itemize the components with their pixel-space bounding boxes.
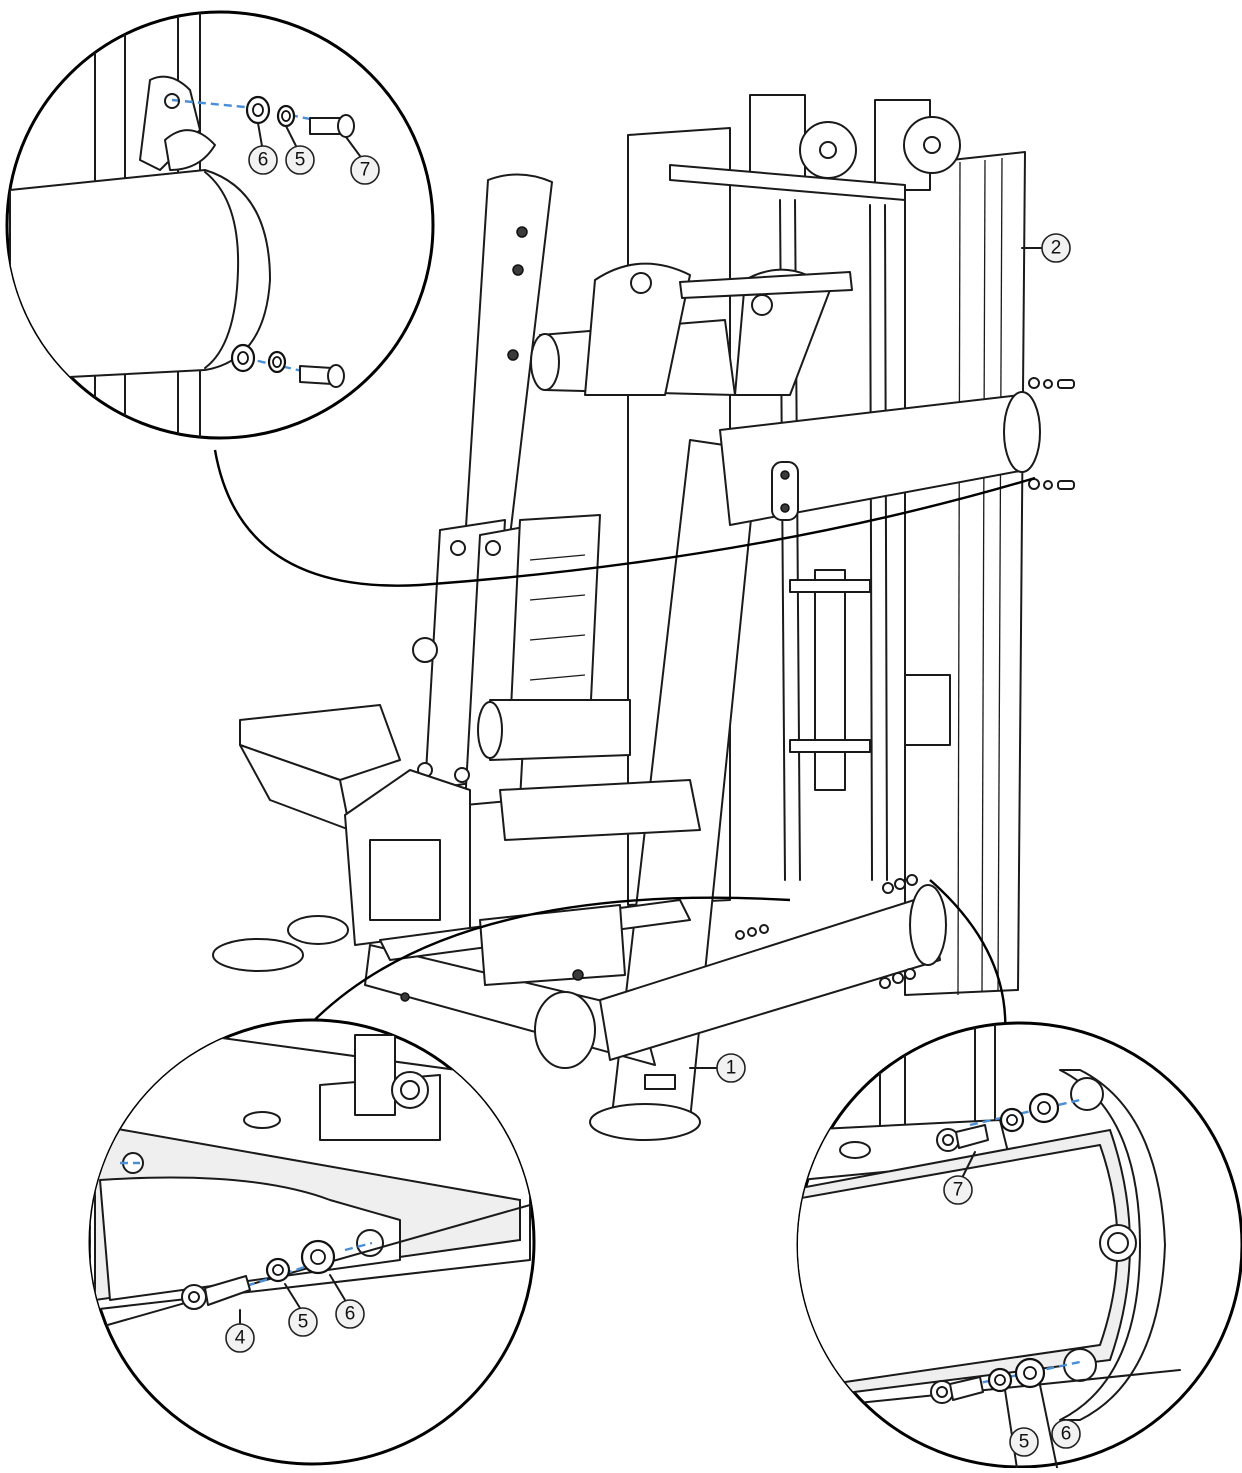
- callout-br-5: 5: [1009, 1427, 1039, 1457]
- washer-icon: [300, 1239, 336, 1275]
- detail-top-left: [5, 10, 435, 440]
- lock-washer-icon: [265, 1257, 291, 1283]
- callout-top-7: 7: [345, 136, 380, 185]
- callout-1-label: 1: [726, 1058, 737, 1079]
- detail-bottom-right: [796, 1021, 1242, 1473]
- bottom-left-detail-leader: [299, 896, 791, 1036]
- svg-text:5: 5: [1019, 1432, 1030, 1453]
- callout-2-label: 2: [1051, 238, 1062, 259]
- callout-br-7: 7: [943, 1175, 973, 1205]
- washer-icon: [230, 95, 271, 373]
- svg-text:6: 6: [345, 1304, 356, 1325]
- base-frame: [364, 874, 947, 1069]
- svg-text:6: 6: [1061, 1424, 1072, 1445]
- top-detail-leader: [213, 449, 1036, 587]
- detail-bottom-left: [88, 1018, 536, 1466]
- callout-top-5: 5: [285, 125, 315, 175]
- callout-bl-5: 5: [288, 1307, 318, 1337]
- callout-top-6: 6: [248, 122, 278, 175]
- top-yoke: [530, 262, 853, 396]
- washer-icon: [1014, 1092, 1060, 1389]
- svg-text:5: 5: [298, 1312, 309, 1333]
- callout-bl-4: 4: [225, 1323, 255, 1353]
- lock-washer-icon: [267, 104, 296, 374]
- svg-text:7: 7: [953, 1180, 964, 1201]
- upper-crossbar: [719, 391, 1041, 526]
- svg-text:4: 4: [235, 1328, 246, 1349]
- svg-text:5: 5: [295, 150, 306, 171]
- upper-right-fasteners: [1028, 377, 1075, 490]
- lock-washer-icon: [987, 1107, 1025, 1393]
- callout-2: 2: [1021, 233, 1071, 263]
- callout-bl-6: 6: [335, 1299, 365, 1329]
- bottom-right-detail-leader: [929, 879, 1007, 1036]
- callout-1: 1: [689, 1053, 746, 1083]
- bolt-icon: [181, 1275, 251, 1310]
- callout-br-6: 6: [1051, 1419, 1081, 1449]
- svg-text:6: 6: [258, 150, 269, 171]
- bolt-icon: [299, 114, 355, 388]
- foot-platform: [212, 704, 471, 972]
- svg-text:7: 7: [360, 160, 371, 181]
- bolt-icon: [930, 1124, 989, 1404]
